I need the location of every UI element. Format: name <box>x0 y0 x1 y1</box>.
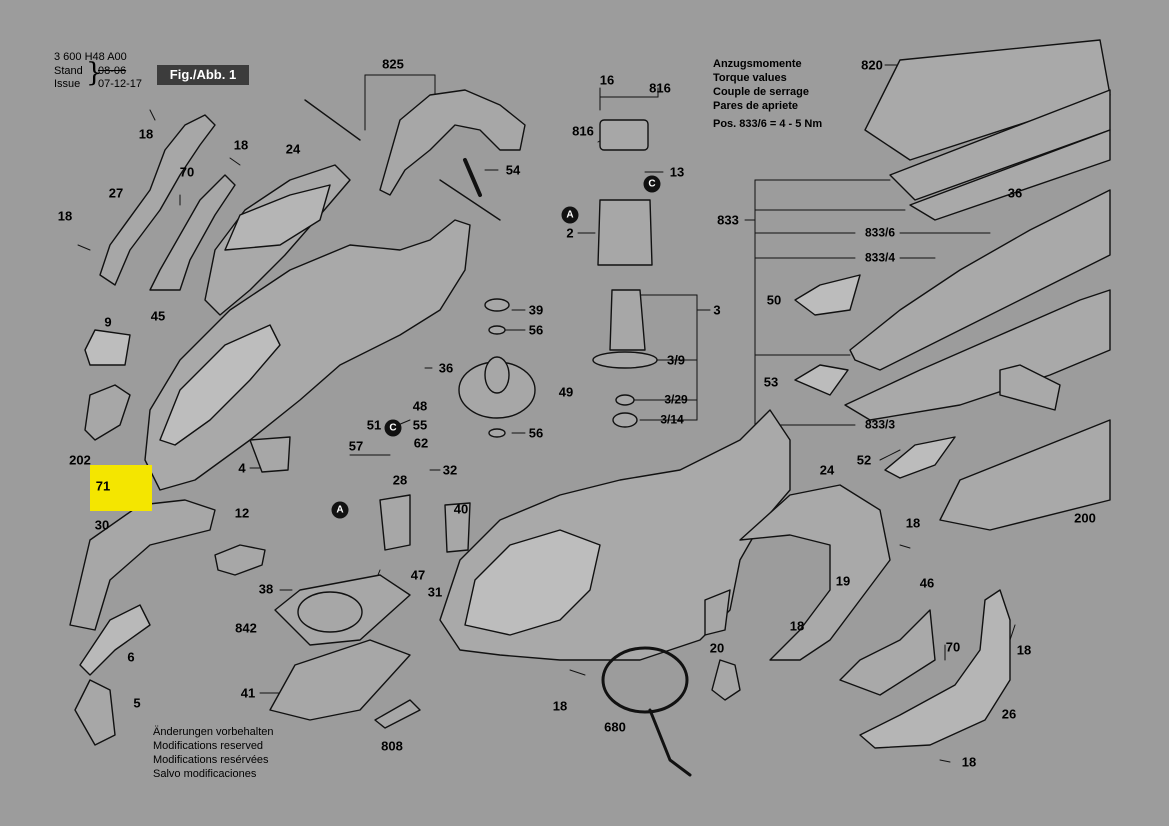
leader-lines <box>77 64 1016 763</box>
part-callout: 3/29 <box>664 392 688 407</box>
part-callout: 680 <box>604 719 626 735</box>
torque-line: Anzugsmomente <box>713 58 802 70</box>
part-callout: 820 <box>861 57 883 73</box>
brace-glyph: } <box>86 58 103 88</box>
part-callout: 32 <box>442 462 458 478</box>
part-callout: 18 <box>789 618 805 634</box>
part-callout: 28 <box>392 472 408 488</box>
part-callout: 4 <box>238 460 246 476</box>
issue-date: 07-12-17 <box>98 78 143 90</box>
part-callout: 51 <box>366 417 382 433</box>
part-callout: 41 <box>240 685 256 701</box>
part-callout: 39 <box>528 302 544 318</box>
part-callout: 202 <box>69 452 91 468</box>
cable-and-plates <box>69 436 741 777</box>
part-callout: 24 <box>819 462 835 478</box>
part-callout: 36 <box>438 360 454 376</box>
part-callout: 842 <box>235 620 257 636</box>
figure-label: Fig./Abb. 1 <box>157 65 249 85</box>
part-callout: 20 <box>709 640 725 656</box>
part-callout: 18 <box>138 126 154 142</box>
part-callout: 3/9 <box>666 352 686 368</box>
part-callout: 16 <box>599 72 615 88</box>
footer-line: Modifications reserved <box>153 740 264 752</box>
part-callout: 833/4 <box>864 250 896 265</box>
part-callout: 12 <box>234 505 250 521</box>
part-callout: 70 <box>179 164 195 180</box>
right-housing-shell <box>439 409 1011 749</box>
part-callout: 46 <box>919 575 935 591</box>
part-callout: 816 <box>572 123 594 139</box>
part-callout: 53 <box>763 374 779 390</box>
part-callout: 18 <box>57 208 73 224</box>
stand-label: Stand <box>54 65 83 77</box>
part-callout: 18 <box>961 754 977 770</box>
part-callout: 3 <box>713 302 721 318</box>
part-callout: 816 <box>649 80 671 96</box>
part-callout: 27 <box>108 185 124 201</box>
torque-line: Torque values <box>713 72 787 84</box>
part-callout: 18 <box>233 137 249 153</box>
part-callout: 31 <box>427 584 443 600</box>
part-callout: 56 <box>528 425 544 441</box>
armature-and-switch <box>458 119 658 438</box>
part-callout: 200 <box>1074 510 1096 526</box>
marker-circle: C <box>384 419 402 437</box>
left-housing-shell <box>144 164 471 491</box>
part-callout: 825 <box>382 56 404 72</box>
part-callout: 18 <box>905 515 921 531</box>
part-callout: 808 <box>381 738 403 754</box>
part-callout: 3/14 <box>660 412 684 427</box>
part-callout: 49 <box>558 384 574 400</box>
part-callout: 36 <box>1007 185 1023 201</box>
part-callout: 18 <box>552 698 568 714</box>
part-callout: 833 <box>717 212 739 228</box>
part-callout: 48 <box>412 398 428 414</box>
footer-line: Änderungen vorbehalten <box>153 726 274 738</box>
footer-line: Salvo modificaciones <box>153 768 257 780</box>
torque-line: Pares de apriete <box>713 100 798 112</box>
part-callout: 56 <box>528 322 544 338</box>
part-callout: 52 <box>856 452 872 468</box>
rear-handle-parts <box>84 114 236 441</box>
part-callout: 71 <box>95 478 111 494</box>
part-callout: 833/6 <box>864 225 896 240</box>
part-callout: 833/3 <box>864 417 896 432</box>
marker-circle: A <box>561 206 579 224</box>
part-callout: 70 <box>945 639 961 655</box>
part-callout: 40 <box>453 501 469 517</box>
marker-circle: C <box>643 175 661 193</box>
part-callout: 26 <box>1001 706 1017 722</box>
issue-label: Issue <box>54 78 81 90</box>
footer-line: Modifications resérvées <box>153 754 269 766</box>
front-cover-parts <box>304 89 526 221</box>
part-callout: 9 <box>104 314 112 330</box>
part-callout: 19 <box>835 573 851 589</box>
torque-line: Couple de serrage <box>713 86 809 98</box>
torque-line: Pos. 833/6 = 4 - 5 Nm <box>713 118 823 130</box>
part-callout: 5 <box>133 695 141 711</box>
part-callout: 55 <box>412 417 428 433</box>
part-callout: 62 <box>413 435 429 451</box>
part-callout: 54 <box>505 162 521 178</box>
part-callout: 47 <box>410 567 426 583</box>
part-callout: 24 <box>285 141 301 157</box>
part-callout: 45 <box>150 308 166 324</box>
stand-date: 08-06 <box>98 65 127 77</box>
blade-assembly <box>794 39 1111 531</box>
part-callout: 13 <box>669 164 685 180</box>
part-callout: 30 <box>94 517 110 533</box>
part-callout: 2 <box>566 225 574 241</box>
part-callout: 6 <box>127 649 135 665</box>
highlight-box <box>90 465 152 511</box>
part-callout: 50 <box>766 292 782 308</box>
document-code: 3 600 H48 A00 <box>54 51 127 63</box>
marker-circle: A <box>331 501 349 519</box>
part-callout: 18 <box>1016 642 1032 658</box>
part-callout: 38 <box>258 581 274 597</box>
part-callout: 57 <box>348 438 364 454</box>
